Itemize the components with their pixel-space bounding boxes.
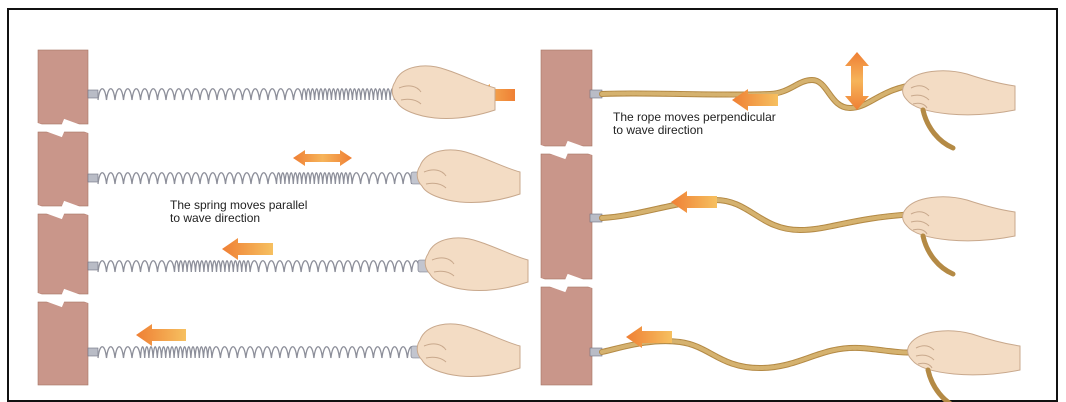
rope-panel xyxy=(539,50,920,385)
spring-hand-palm-3 xyxy=(425,238,528,291)
spring-hand-1 xyxy=(392,66,495,119)
rope-row-2 xyxy=(590,200,915,230)
rope-strand-2 xyxy=(602,200,915,230)
spring-wall-cap-4 xyxy=(88,348,98,356)
spring-wall-segment-1 xyxy=(38,50,88,124)
rope-wave-arrow-icon-row2 xyxy=(671,191,717,213)
spring-wall-cap-3 xyxy=(88,262,98,270)
spring-wall-cap-1 xyxy=(88,90,98,98)
rope-wall xyxy=(539,50,594,385)
rope-wall-segment-2 xyxy=(541,154,592,279)
spring-coil-2 xyxy=(98,173,420,184)
spring-coil-3 xyxy=(98,261,429,272)
rope-wall-segment-1 xyxy=(541,50,592,146)
spring-caption: The spring moves parallel to wave direct… xyxy=(170,199,307,225)
spring-hand-2 xyxy=(417,150,520,203)
spring-hand-palm-2 xyxy=(417,150,520,203)
rope-hand-1 xyxy=(903,71,1015,148)
spring-hand-4 xyxy=(417,324,520,377)
rope-tail-2 xyxy=(923,236,953,274)
spring-coil-1 xyxy=(98,89,403,100)
spring-hand-3 xyxy=(425,238,528,291)
spring-wall-segment-4 xyxy=(38,302,88,385)
spring-wave-arrow-icon-row4 xyxy=(136,324,186,346)
spring-wall xyxy=(36,50,90,385)
spring-row-3 xyxy=(88,260,434,272)
spring-wave-arrow-icon-row3 xyxy=(222,238,273,260)
spring-hand-palm-4 xyxy=(417,324,520,377)
rope-hand-3 xyxy=(908,331,1020,402)
rope-tail-1 xyxy=(923,110,953,148)
rope-hand-2 xyxy=(903,197,1015,274)
spring-coil-4 xyxy=(98,347,416,358)
spring-wall-cap-2 xyxy=(88,174,98,182)
spring-row-2 xyxy=(88,172,427,184)
rope-hand-palm-3 xyxy=(908,331,1020,375)
rope-hand-palm-2 xyxy=(903,197,1015,241)
parallel-double-arrow-icon xyxy=(293,150,352,166)
spring-wall-segment-3 xyxy=(38,214,88,294)
rope-tail-3 xyxy=(928,370,958,402)
rope-caption: The rope moves perpendicular to wave dir… xyxy=(613,111,776,137)
rope-wall-segment-3 xyxy=(541,287,592,385)
spring-hand-palm-1 xyxy=(392,66,495,119)
spring-wall-segment-2 xyxy=(38,132,88,206)
spring-row-1 xyxy=(88,88,412,100)
outer-border xyxy=(8,9,1057,401)
rope-outline-3 xyxy=(602,341,915,368)
rope-hand-palm-1 xyxy=(903,71,1015,115)
spring-row-4 xyxy=(88,346,427,358)
